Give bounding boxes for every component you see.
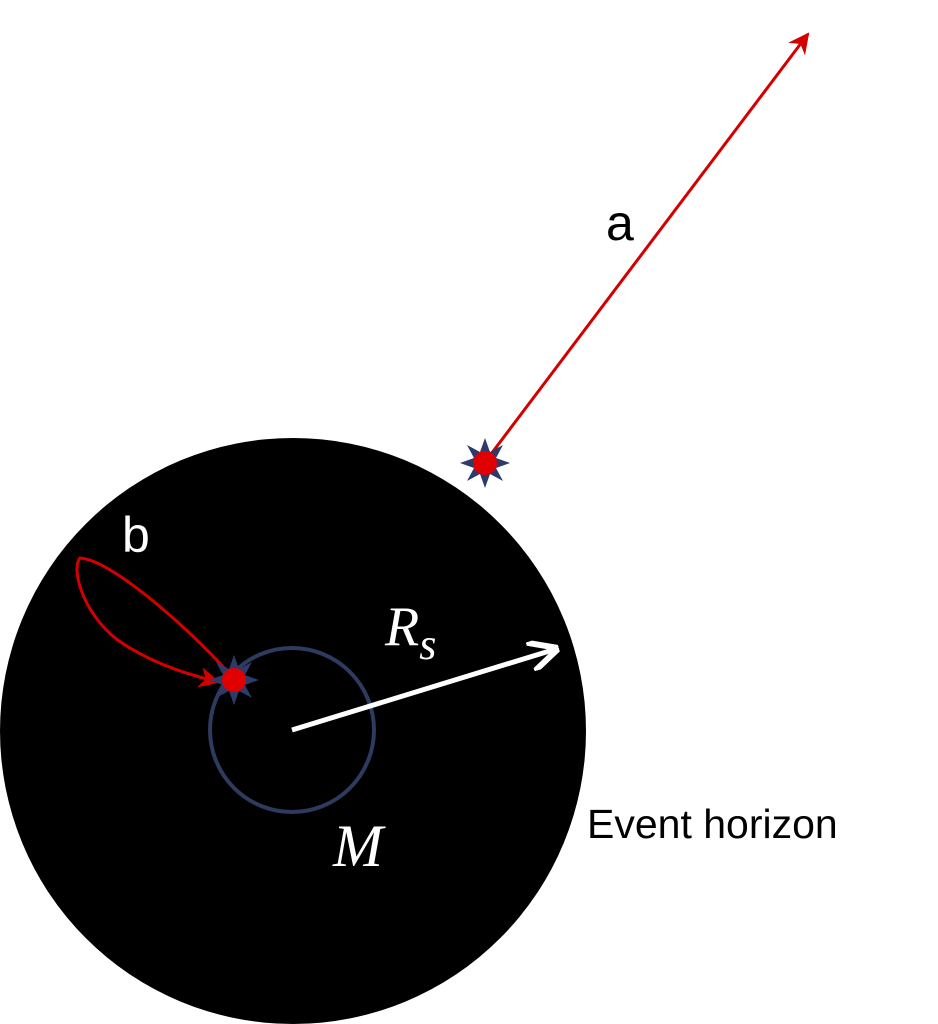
rs-main: R [384,596,419,658]
rs-subscript: s [419,620,436,669]
trapped-ray-b [75,556,230,688]
radius-arrow [291,649,556,733]
label-b: b [122,507,150,563]
label-mass: M [332,813,386,879]
label-a: a [606,195,634,251]
light-source-star-a [460,438,510,488]
mass-circle [208,646,376,814]
light-source-star-b [209,655,259,705]
escaping-ray-a [483,32,810,463]
label-schwarzschild-radius: Rs [384,596,436,669]
label-event-horizon: Event horizon [587,801,838,847]
